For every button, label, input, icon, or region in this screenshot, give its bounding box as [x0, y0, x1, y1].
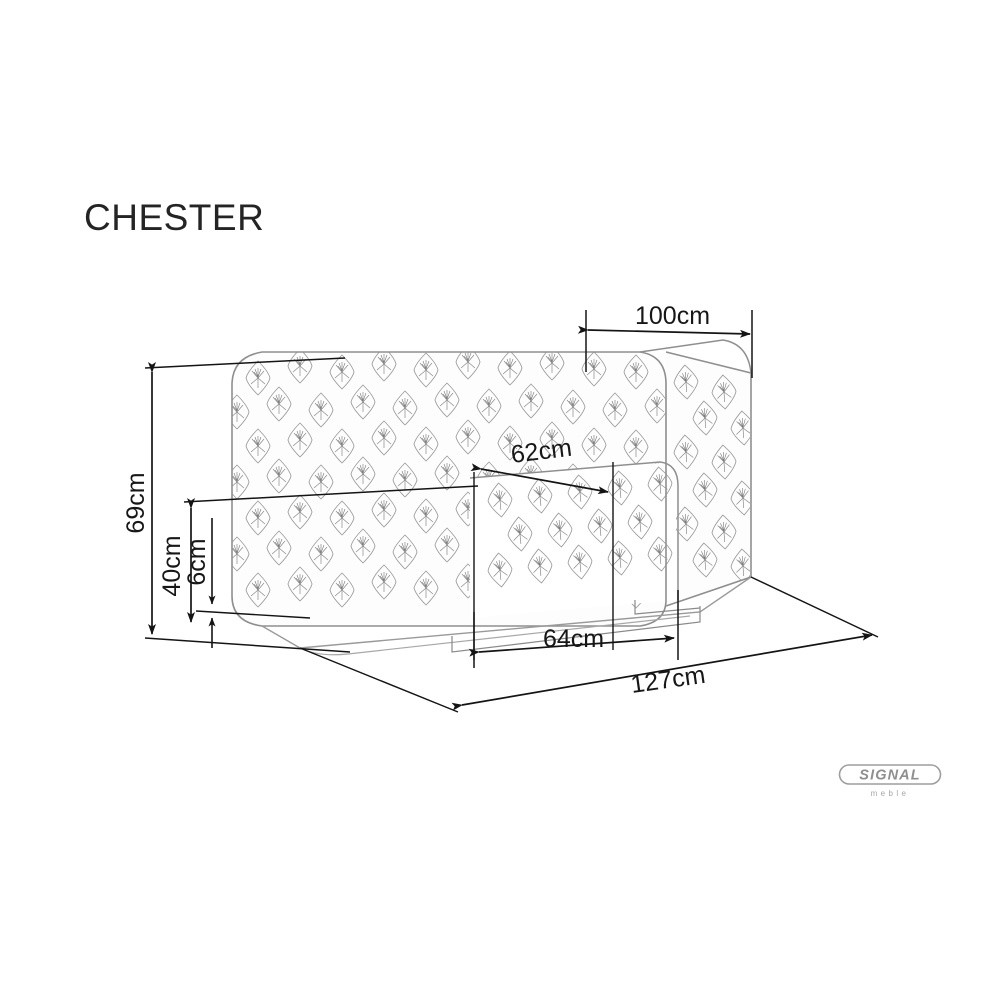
dimension-label-height-leg: 6cm: [183, 538, 211, 585]
page-title: CHESTER: [84, 197, 265, 238]
dimension-label-height-seat: 40cm: [158, 535, 186, 596]
armchair-base-edge: [261, 576, 752, 649]
extension-line: [144, 357, 346, 369]
signal-meble-logo: SIGNAL meble: [836, 760, 944, 802]
extension-line: [195, 610, 311, 619]
armchair-side-outline: [665, 351, 752, 607]
dimension-arrow: [577, 325, 751, 338]
dimension-height-seat: 40cm: [158, 485, 479, 623]
dimension-label-depth-total: 127cm: [629, 661, 707, 699]
armchair-side-panel: [666, 352, 750, 606]
dimension-arrow: [451, 632, 873, 711]
dimension-label-width-seat: 64cm: [543, 625, 604, 653]
extension-line: [750, 576, 879, 638]
logo-subtitle: meble: [871, 789, 910, 798]
extension-line: [299, 647, 459, 713]
armchair-inner-seat-edge: [469, 461, 679, 600]
logo-graphic: SIGNAL meble: [838, 764, 942, 798]
extension-line: [183, 485, 479, 503]
armchair-front-outline: [231, 351, 667, 627]
dimension-label-height-total: 69cm: [122, 472, 150, 533]
dimension-depth-total: 127cm: [299, 576, 879, 713]
logo-wordmark: SIGNAL: [859, 768, 920, 784]
logo-outline: [838, 764, 942, 785]
dimension-arrow: [470, 463, 609, 495]
armchair-illustration: [231, 339, 752, 656]
dimension-height-leg: 6cm: [183, 518, 311, 648]
dimension-height-total: 69cm: [122, 357, 351, 653]
armchair-top-edge: [639, 339, 752, 374]
dimension-label-width-top: 100cm: [635, 302, 710, 330]
armchair-seat-panel: [470, 462, 676, 618]
extension-line: [144, 637, 351, 653]
dimension-width-top: 100cm: [577, 302, 753, 378]
